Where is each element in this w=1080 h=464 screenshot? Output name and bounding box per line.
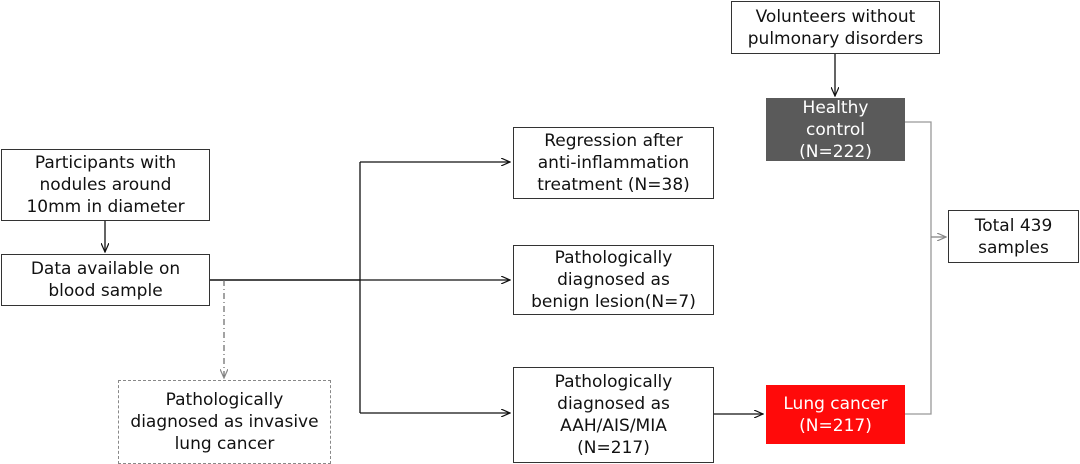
node-invasive-lung-cancer: Pathologically diagnosed as invasive lun… bbox=[118, 380, 331, 464]
node-data-available: Data available on blood sample bbox=[1, 254, 210, 306]
line-healthy-to-total bbox=[905, 121, 932, 237]
node-benign-lesion: Pathologically diagnosed as benign lesio… bbox=[513, 245, 714, 315]
node-regression: Regression after anti-inflammation treat… bbox=[513, 127, 714, 199]
node-participants: Participants with nodules around 10mm in… bbox=[1, 149, 210, 221]
node-lung-cancer: Lung cancer (N=217) bbox=[766, 385, 905, 444]
node-aah-ais-mia: Pathologically diagnosed as AAH/AIS/MIA … bbox=[513, 367, 714, 463]
line-lung-cancer-to-total bbox=[905, 237, 932, 415]
node-total-samples: Total 439 samples bbox=[948, 210, 1079, 263]
node-volunteers: Volunteers without pulmonary disorders bbox=[731, 1, 940, 54]
node-healthy-control: Healthy control (N=222) bbox=[766, 98, 905, 162]
